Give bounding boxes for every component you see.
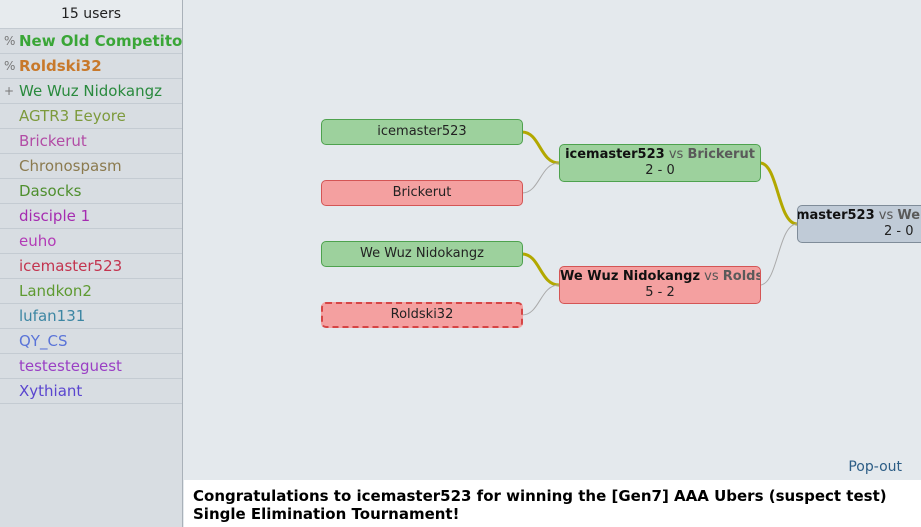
user-name: Xythiant bbox=[19, 382, 83, 400]
user-name: New Old Competitor bbox=[19, 32, 182, 50]
user-name: icemaster523 bbox=[19, 257, 123, 275]
bracket-final-node[interactable]: icemaster523 vs We Wuz Nidokangz 2 - 0 bbox=[797, 205, 921, 243]
user-list-item[interactable]: icemaster523 bbox=[0, 254, 182, 279]
match-score: 2 - 0 bbox=[645, 163, 675, 178]
player-name: icemaster523 bbox=[377, 124, 467, 139]
player-name: Brickerut bbox=[392, 185, 452, 200]
match-score: 2 - 0 bbox=[884, 224, 914, 239]
user-list-item[interactable]: QY_CS bbox=[0, 329, 182, 354]
bracket-line bbox=[521, 284, 560, 316]
match-score: 5 - 2 bbox=[645, 285, 675, 300]
pop-out-link[interactable]: Pop-out bbox=[848, 459, 902, 475]
bracket-connectors bbox=[521, 130, 798, 316]
bracket-player-node[interactable]: Roldski32 bbox=[321, 302, 523, 328]
match-players: icemaster523 vs We Wuz Nidokangz bbox=[797, 208, 921, 224]
user-list-panel: 15 users %New Old Competitor %Roldski32 … bbox=[0, 0, 183, 527]
match-vs: vs bbox=[668, 147, 684, 162]
user-list-item[interactable]: %New Old Competitor bbox=[0, 29, 182, 54]
bracket-line bbox=[521, 162, 560, 194]
bracket-player-node[interactable]: We Wuz Nidokangz bbox=[321, 241, 523, 267]
bracket-line-winner bbox=[759, 161, 798, 226]
user-name: testesteguest bbox=[19, 357, 122, 375]
user-rank: % bbox=[4, 34, 16, 48]
tournament-bracket-area: icemaster523 Brickerut We Wuz Nidokangz … bbox=[184, 0, 921, 527]
user-name: Landkon2 bbox=[19, 282, 92, 300]
bracket-line-winner bbox=[521, 252, 560, 287]
user-name: Roldski32 bbox=[19, 57, 102, 75]
user-list-item[interactable]: Brickerut bbox=[0, 129, 182, 154]
user-list-item[interactable]: Dasocks bbox=[0, 179, 182, 204]
user-list-item[interactable]: Chronospasm bbox=[0, 154, 182, 179]
user-name: We Wuz Nidokangz bbox=[19, 82, 162, 100]
user-list-item[interactable]: AGTR3 Eeyore bbox=[0, 104, 182, 129]
match-player-1: icemaster523 bbox=[565, 147, 665, 162]
bracket-line-winner bbox=[521, 130, 560, 165]
match-vs: vs bbox=[704, 269, 719, 284]
user-name: AGTR3 Eeyore bbox=[19, 107, 126, 125]
user-list-item[interactable]: + We Wuz Nidokangz bbox=[0, 79, 182, 104]
match-players: icemaster523 vs Brickerut bbox=[560, 147, 760, 163]
bracket-player-node[interactable]: icemaster523 bbox=[321, 119, 523, 145]
user-list: %New Old Competitor %Roldski32 + We Wuz N… bbox=[0, 29, 182, 404]
user-list-item[interactable]: %Roldski32 bbox=[0, 54, 182, 79]
match-player-1: We Wuz Nidokangz bbox=[560, 269, 701, 284]
player-name: We Wuz Nidokangz bbox=[360, 246, 484, 261]
user-name: disciple 1 bbox=[19, 207, 91, 225]
bracket-player-node[interactable]: Brickerut bbox=[321, 180, 523, 206]
user-rank: + bbox=[4, 84, 15, 98]
player-name: Roldski32 bbox=[390, 307, 454, 322]
user-name: lufan131 bbox=[19, 307, 86, 325]
match-player-2: Roldski32 bbox=[722, 269, 760, 284]
match-player-2: Brickerut bbox=[687, 147, 755, 162]
user-name: euho bbox=[19, 232, 57, 250]
match-player-2: We Wuz Nidokangz bbox=[897, 208, 921, 223]
bracket-match-node[interactable]: icemaster523 vs Brickerut 2 - 0 bbox=[559, 144, 761, 182]
user-list-item[interactable]: euho bbox=[0, 229, 182, 254]
match-player-1: icemaster523 bbox=[797, 208, 875, 223]
user-name: Brickerut bbox=[19, 132, 87, 150]
user-list-item[interactable]: Xythiant bbox=[0, 379, 182, 404]
user-rank: % bbox=[4, 59, 16, 73]
user-list-item[interactable]: disciple 1 bbox=[0, 204, 182, 229]
match-vs: vs bbox=[878, 208, 894, 223]
user-list-item[interactable]: lufan131 bbox=[0, 304, 182, 329]
match-players: We Wuz Nidokangz vs Roldski32 bbox=[560, 269, 760, 285]
user-name: QY_CS bbox=[19, 332, 68, 350]
user-list-item[interactable]: Landkon2 bbox=[0, 279, 182, 304]
bracket-match-node[interactable]: We Wuz Nidokangz vs Roldski32 5 - 2 bbox=[559, 266, 761, 304]
tournament-announcement: Congratulations to icemaster523 for winn… bbox=[184, 480, 921, 527]
user-name: Dasocks bbox=[19, 182, 82, 200]
user-name: Chronospasm bbox=[19, 157, 122, 175]
user-count: 15 users bbox=[0, 0, 182, 29]
user-list-item[interactable]: testesteguest bbox=[0, 354, 182, 379]
bracket-line bbox=[759, 223, 798, 286]
